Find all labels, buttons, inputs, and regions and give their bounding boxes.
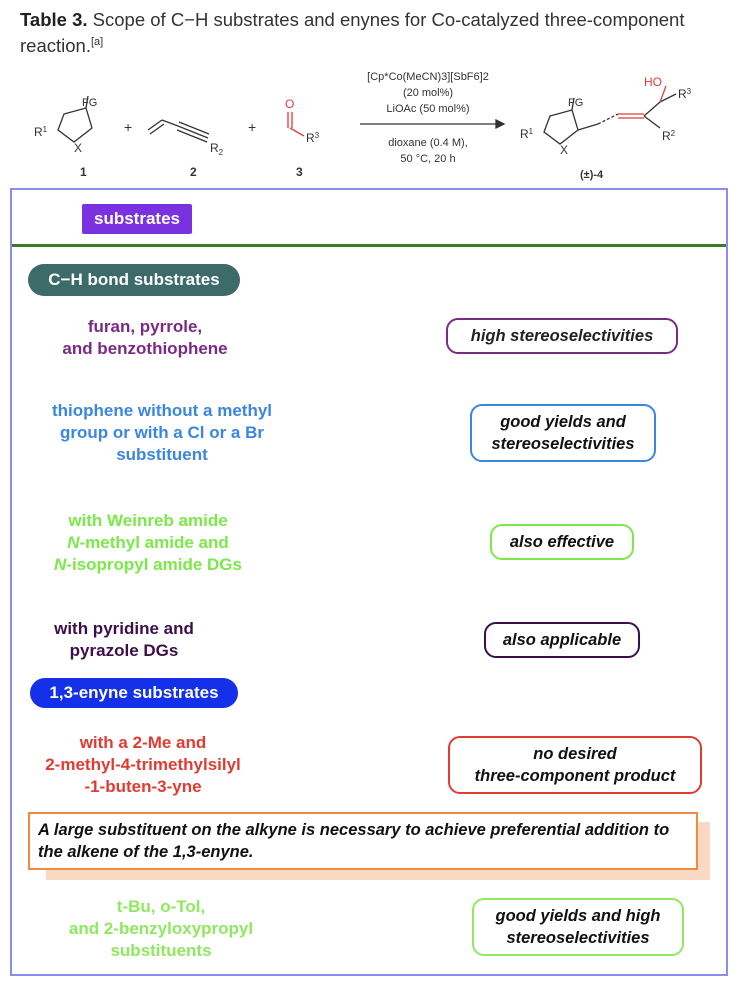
note-box: A large substituent on the alkyne is nec… xyxy=(28,812,698,870)
content-frame xyxy=(10,188,728,976)
row-6-left: t-Bu, o-Tol, and 2-benzyloxypropyl subst… xyxy=(68,897,254,960)
reaction-arrow xyxy=(360,118,506,130)
reactant-1 xyxy=(57,95,93,143)
plus-sign-1: + xyxy=(124,119,132,135)
table-caption: Table 3. Scope of C−H substrates and eny… xyxy=(20,8,720,57)
condition-temperature: 50 °C, 20 h xyxy=(400,153,455,165)
row-3-left: with Weinreb amide N-methyl amide and N-… xyxy=(54,511,242,574)
reactant-1-number: 1 xyxy=(80,165,87,179)
product-ho: HO xyxy=(644,75,662,89)
condition-loading: (20 mol%) xyxy=(403,87,453,99)
row-2-right: good yields and stereoselectivities xyxy=(470,404,656,462)
row-5-left: with a 2-Me and 2-methyl-4-trimethylsily… xyxy=(45,733,241,796)
row-3-left-line-2: -methyl amide and xyxy=(79,533,229,552)
row-5-right: no desired three-component product xyxy=(448,736,702,794)
condition-additive: LiOAc (50 mol%) xyxy=(386,103,469,115)
condition-solvent: dioxane (0.4 M), xyxy=(388,137,467,149)
product-r3: R3 xyxy=(678,87,692,101)
reactant-3-number: 3 xyxy=(296,165,303,179)
product-r1: R1 xyxy=(520,127,534,141)
product-x: X xyxy=(560,143,568,157)
reactant-1-fg: FG xyxy=(82,97,97,109)
product-number: (±)-4 xyxy=(580,169,604,181)
reactant-2 xyxy=(147,119,210,143)
reactant-2-r: R2 xyxy=(210,141,224,157)
condition-catalyst: [Cp*Co(MeCN)3][SbF6]2 xyxy=(367,71,489,83)
substrates-header: substrates xyxy=(82,204,192,234)
ch-bond-header: C−H bond substrates xyxy=(28,264,240,296)
reactant-3-r: R3 xyxy=(306,131,320,145)
caption-text: Scope of C−H substrates and enynes for C… xyxy=(20,9,685,57)
caption-footnote: [a] xyxy=(90,36,104,48)
caption-label: Table 3. xyxy=(20,9,88,30)
row-1-right: high stereoselectivities xyxy=(446,318,678,354)
reactant-2-number: 2 xyxy=(190,165,197,179)
product-fg: FG xyxy=(568,97,583,109)
product-r2: R2 xyxy=(662,129,676,143)
row-3-left-line-3: -isopropyl amide DGs xyxy=(66,555,242,574)
product-4 xyxy=(543,85,677,145)
row-1-left: furan, pyrrole, and benzothiophene xyxy=(62,317,228,358)
row-4-left: with pyridine and pyrazole DGs xyxy=(54,619,194,660)
enyne-header: 1,3-enyne substrates xyxy=(30,678,238,708)
reactant-3-o: O xyxy=(285,97,294,111)
row-3-right: also effective xyxy=(490,524,634,560)
divider-line xyxy=(12,244,726,247)
reactant-1-x: X xyxy=(74,141,82,155)
conditions-below: dioxane (0.4 M), 50 °C, 20 h xyxy=(388,137,467,165)
plus-sign-2: + xyxy=(248,119,256,135)
row-4-right: also applicable xyxy=(484,622,640,658)
conditions-above: [Cp*Co(MeCN)3][SbF6]2 (20 mol%) LiOAc (5… xyxy=(367,71,489,115)
row-6-right: good yields and high stereoselectivities xyxy=(472,898,684,956)
reactant-3 xyxy=(287,112,305,137)
reaction-scheme: FG R1 X 1 + R2 2 + O R3 3 [Cp*Co(MeCN)3]… xyxy=(34,71,692,181)
row-2-left: thiophene without a methyl group or with… xyxy=(51,401,273,464)
reactant-1-r: R1 xyxy=(34,125,48,139)
